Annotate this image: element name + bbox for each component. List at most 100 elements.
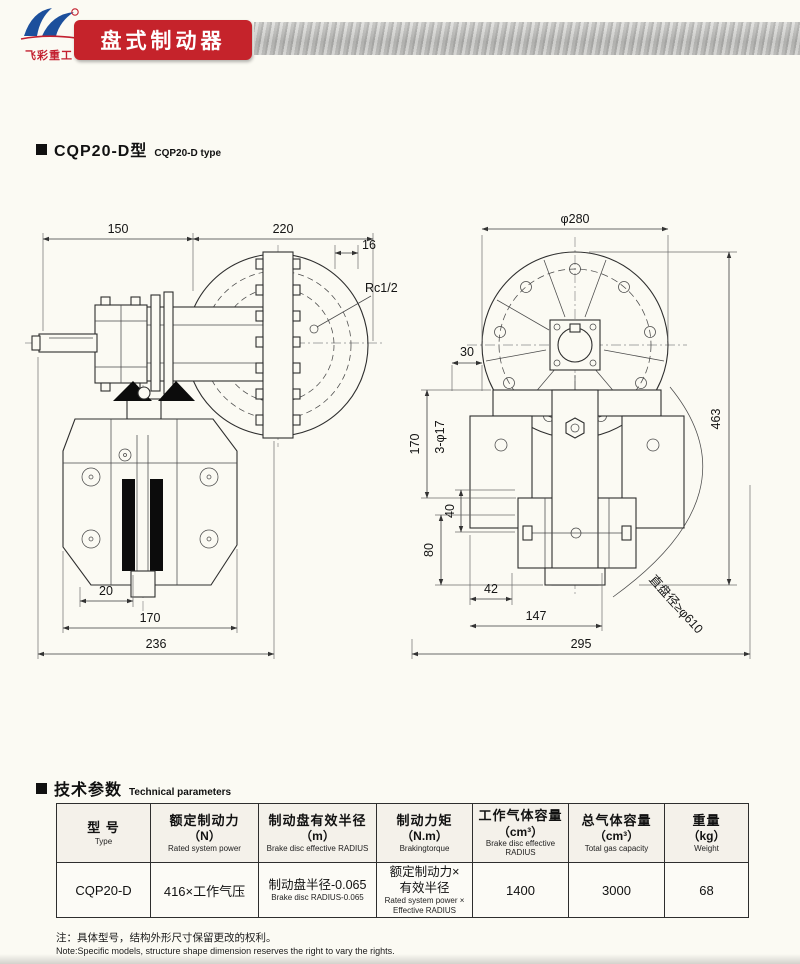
col-header-rated-force: 额定制动力 （N） Rated system power <box>150 803 259 863</box>
right-view: 直盘径≥φ610 φ280 463 <box>408 212 751 659</box>
header-en: Rated system power <box>168 843 241 853</box>
table-header-row: 型 号 Type 额定制动力 （N） Rated system power 制动… <box>56 803 749 863</box>
cell-total-gas: 3000 <box>568 862 665 918</box>
dim-label-463: 463 <box>709 409 723 430</box>
col-header-working-gas: 工作气体容量 （cm³） Brake disc effective RADIUS <box>472 803 569 863</box>
section-bullet-icon <box>36 143 47 155</box>
header-en: Weight <box>694 843 719 853</box>
cell-effective-radius: 制动盘半径-0.065 Brake disc RADIUS-0.065 <box>258 862 377 918</box>
page-title: 盘式制动器 <box>100 30 226 53</box>
dim-label-phi280: φ280 <box>561 212 590 226</box>
holes-callout: 3-φ17 <box>433 420 447 453</box>
dim-150: 150 <box>42 222 194 331</box>
dim-236: 236 <box>37 357 275 659</box>
dim-label-236: 236 <box>146 637 167 651</box>
product-title-banner: 盘式制动器 <box>74 20 252 60</box>
logo-text: 飞彩重工 <box>25 50 73 62</box>
parameters-title-en: Technical parameters <box>129 787 232 798</box>
header-unit: （cm³） <box>497 824 544 839</box>
cell-weight: 68 <box>664 862 749 918</box>
dim-label-150: 150 <box>108 222 129 236</box>
header-unit: （m） <box>300 829 335 844</box>
col-header-total-gas: 总气体容量 （cm³） Total gas capacity <box>568 803 665 863</box>
col-header-weight: 重量 （kg） Weight <box>664 803 749 863</box>
header-cn: 制动力矩 <box>396 813 453 829</box>
dim-label-16: 16 <box>362 238 376 252</box>
col-header-braking-torque: 制动力矩 （N.m） Brakingtorque <box>376 803 473 863</box>
parameters-title-cn: 技术参数 <box>54 782 123 799</box>
brake-pads <box>122 435 163 598</box>
cell-braking-torque: 额定制动力× 有效半径 Rated system power × Effecti… <box>376 862 473 918</box>
cell-type: CQP20-D <box>56 862 151 918</box>
table-data-row: CQP20-D 416×工作气压 制动盘半径-0.065 Brake disc … <box>56 862 749 918</box>
header-en: Brake disc effective RADIUS <box>485 839 556 858</box>
dim-170-right: 170 <box>408 389 516 499</box>
dim-label-40: 40 <box>443 504 457 518</box>
dim-42: 42 <box>469 535 513 605</box>
cell-en: Brake disc RADIUS-0.065 <box>271 893 364 903</box>
dim-label-42: 42 <box>484 582 498 596</box>
cell-cn: 有效半径 <box>399 880 450 895</box>
dim-label-170-left: 170 <box>140 611 161 625</box>
shaft-hub <box>549 319 601 371</box>
dim-16: 16 <box>334 238 376 269</box>
footnote-cn: 注：具体型号，结构外形尺寸保留更改的权利。 <box>56 932 277 944</box>
decorative-stripe-band <box>254 22 800 55</box>
header-cn: 重量 <box>692 813 721 829</box>
parameters-table: 型 号 Type 额定制动力 （N） Rated system power 制动… <box>56 803 749 918</box>
header-cn: 型 号 <box>87 820 120 836</box>
header-cn: 制动盘有效半径 <box>268 813 367 829</box>
cell-cn: 制动盘半径-0.065 <box>268 877 367 892</box>
header-unit: （kg） <box>687 829 726 844</box>
dim-phi280: φ280 <box>481 212 669 341</box>
section-bullet-icon <box>36 782 47 794</box>
header-cn: 工作气体容量 <box>478 808 563 824</box>
holes-label: 3-φ17 <box>433 420 447 453</box>
dim-147: 147 <box>469 573 603 631</box>
dim-label-220: 220 <box>273 222 294 236</box>
header-en: Type <box>94 836 113 846</box>
dim-30: 30 <box>451 345 483 391</box>
header-unit: （cm³） <box>593 829 640 844</box>
col-header-effective-radius: 制动盘有效半径 （m） Brake disc effective RADIUS <box>258 803 377 863</box>
mounting-arm <box>144 306 264 382</box>
dim-40: 40 <box>443 489 515 533</box>
dim-220: 220 <box>192 222 374 341</box>
dim-label-295: 295 <box>571 637 592 651</box>
bearing-hub <box>94 296 148 392</box>
technical-drawing: 150 220 16 R <box>15 195 785 675</box>
left-view: 150 220 16 R <box>25 222 398 659</box>
chamber-flange <box>255 251 301 439</box>
header-cn: 额定制动力 <box>169 813 240 829</box>
dim-80: 80 <box>422 514 543 586</box>
footnote: 注：具体型号，结构外形尺寸保留更改的权利。 Note:Specific mode… <box>56 930 395 956</box>
drawing-svg: 150 220 16 R <box>25 212 751 659</box>
header-unit: （N） <box>188 829 221 844</box>
pivot-clevis <box>113 381 195 420</box>
header-en: Brakingtorque <box>399 843 450 853</box>
dim-463: 463 <box>589 251 737 586</box>
body-front <box>469 389 685 586</box>
logo-icon <box>20 8 79 40</box>
dim-label-30: 30 <box>460 345 474 359</box>
header-en: Brake disc effective RADIUS <box>266 843 369 853</box>
col-header-type: 型 号 Type <box>56 803 151 863</box>
dim-295: 295 <box>411 485 751 659</box>
section-title-parameters: 技术参数 Technical parameters <box>36 776 231 800</box>
cell-cn: 额定制动力× <box>389 865 460 880</box>
dim-label-170-right: 170 <box>408 434 422 455</box>
model-title-cn: CQP20-D型 <box>54 143 148 160</box>
dim-label-147: 147 <box>526 609 547 623</box>
input-shaft <box>31 333 98 353</box>
model-title-en: CQP20-D type <box>154 148 222 159</box>
section-title-model: CQP20-D型 CQP20-D type <box>36 137 221 161</box>
rc-port-callout: Rc1/2 <box>309 281 398 334</box>
cell-en: Rated system power × <box>384 896 465 906</box>
rc-label: Rc1/2 <box>365 281 398 295</box>
header-unit: （N.m） <box>401 829 448 844</box>
dim-20: 20 <box>79 575 134 607</box>
cell-en: Effective RADIUS <box>393 905 456 915</box>
footnote-en: Note:Specific models, structure shape di… <box>56 946 395 956</box>
dim-label-80: 80 <box>422 543 436 557</box>
